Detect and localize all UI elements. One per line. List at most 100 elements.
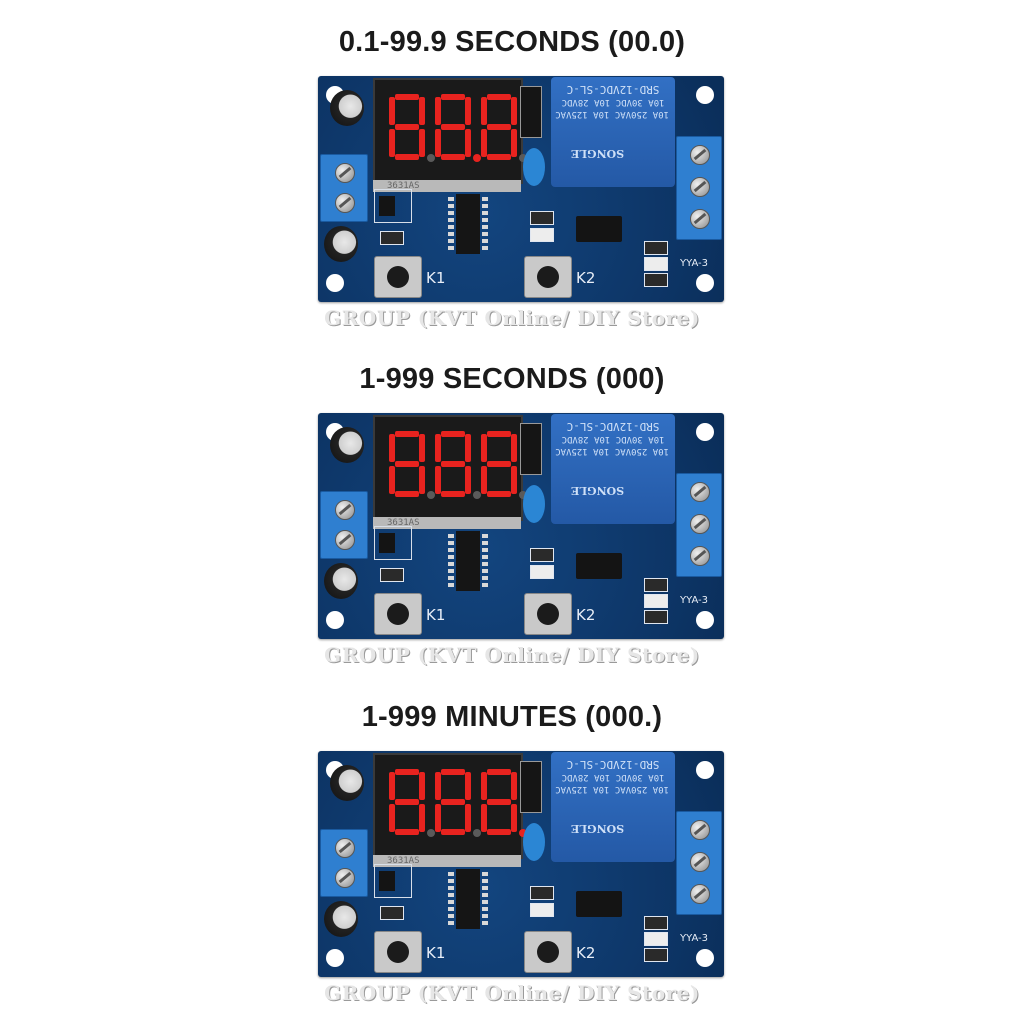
segment-c [465, 466, 471, 494]
segment-e [389, 129, 395, 157]
transistor [520, 761, 542, 813]
segment-d [395, 491, 419, 497]
voltage-regulator [374, 526, 412, 560]
display-digit [435, 431, 481, 499]
relay-model-label: SRD-12VDC-SL-C [566, 420, 660, 433]
display-digit [481, 94, 527, 162]
segment-a [395, 431, 419, 437]
k2-push-button[interactable] [524, 256, 572, 298]
mounting-hole [696, 611, 714, 629]
segment-f [481, 772, 487, 800]
relay-rating-label: 10A 30VDC 10A 28VDC [561, 97, 665, 107]
decimal-point [473, 154, 481, 162]
k2-push-button[interactable] [524, 593, 572, 635]
transistor [520, 86, 542, 138]
smd-resistor [644, 241, 668, 255]
segment-g [395, 799, 419, 805]
k1-push-button[interactable] [374, 593, 422, 635]
mounting-hole [326, 611, 344, 629]
segment-f [481, 97, 487, 125]
segment-b [419, 97, 425, 125]
k2-push-button[interactable] [524, 931, 572, 973]
store-watermark: GROUP (KVT Online/ DIY Store) [324, 643, 700, 667]
segment-b [511, 97, 517, 125]
segment-g [395, 124, 419, 130]
relay-model-label: SRD-12VDC-SL-C [566, 758, 660, 771]
segment-g [441, 124, 465, 130]
mounting-hole [696, 949, 714, 967]
smd-led [644, 257, 668, 271]
relay: SRD-12VDC-SL-C 10A 30VDC 10A 28VDC 10A 2… [551, 752, 675, 862]
smd-resistor [644, 610, 668, 624]
display-digit [389, 431, 435, 499]
smd-led [530, 228, 554, 242]
segment-c [419, 804, 425, 832]
segment-e [389, 466, 395, 494]
segment-b [465, 97, 471, 125]
decimal-point [473, 829, 481, 837]
power-input-terminal [320, 154, 368, 222]
optocoupler [576, 891, 622, 917]
segment-e [435, 466, 441, 494]
seven-segment-display [373, 415, 527, 521]
relay-timer-board: 3631AS SRD-12VDC-SL-C 10A 30VDC 10A 28VD… [318, 751, 724, 977]
relay-model-label: SRD-12VDC-SL-C [566, 83, 660, 96]
segment-e [435, 129, 441, 157]
relay-output-terminal [676, 811, 722, 915]
microcontroller-chip [448, 194, 488, 254]
segment-c [511, 804, 517, 832]
smd-led [530, 903, 554, 917]
segment-a [395, 769, 419, 775]
optocoupler [576, 553, 622, 579]
voltage-regulator [374, 864, 412, 898]
relay-timer-board: 3631AS SRD-12VDC-SL-C 10A 30VDC 10A 28VD… [318, 76, 724, 302]
ceramic-capacitor [523, 148, 545, 186]
ceramic-capacitor [523, 485, 545, 523]
relay-rating-label: 10A 30VDC 10A 28VDC [561, 434, 665, 444]
segment-d [441, 829, 465, 835]
segment-g [487, 461, 511, 467]
mounting-hole [696, 86, 714, 104]
segment-b [419, 772, 425, 800]
electrolytic-capacitor [330, 90, 364, 126]
board-model-label: YYA-3 [680, 595, 709, 606]
k1-push-button[interactable] [374, 931, 422, 973]
decimal-point [427, 154, 435, 162]
panel-caption: 1-999 MINUTES (000.) [361, 701, 663, 733]
store-watermark: GROUP (KVT Online/ DIY Store) [324, 981, 700, 1005]
segment-c [419, 466, 425, 494]
smd-resistor [644, 578, 668, 592]
relay: SRD-12VDC-SL-C 10A 30VDC 10A 28VDC 10A 2… [551, 414, 675, 524]
timer-module-panel: 1-999 SECONDS (000) 3631AS SRD-12VDC-SL-… [0, 337, 1024, 677]
segment-e [481, 466, 487, 494]
k1-push-button[interactable] [374, 256, 422, 298]
decimal-point [519, 154, 527, 162]
smd-resistor [380, 906, 404, 920]
display-digit [389, 769, 435, 837]
segment-c [465, 129, 471, 157]
segment-f [435, 434, 441, 462]
timer-module-panel: 0.1-99.9 SECONDS (00.0) 3631AS SRD-12VDC… [0, 0, 1024, 340]
power-input-terminal [320, 829, 368, 897]
microcontroller-chip [448, 869, 488, 929]
k1-label: K1 [426, 944, 446, 962]
seven-segment-display [373, 78, 527, 184]
segment-e [435, 804, 441, 832]
segment-a [441, 94, 465, 100]
display-digit [389, 94, 435, 162]
segment-e [481, 804, 487, 832]
relay-output-terminal [676, 473, 722, 577]
voltage-regulator [374, 189, 412, 223]
relay-brand-label: SONGLE [571, 147, 625, 160]
board-model-label: YYA-3 [680, 258, 709, 269]
seven-segment-display [373, 753, 527, 859]
mounting-hole [696, 274, 714, 292]
decimal-point [519, 491, 527, 499]
decimal-point [519, 829, 527, 837]
segment-f [481, 434, 487, 462]
segment-c [465, 804, 471, 832]
smd-resistor [644, 916, 668, 930]
electrolytic-capacitor [324, 226, 358, 262]
segment-c [511, 129, 517, 157]
ceramic-capacitor [523, 823, 545, 861]
